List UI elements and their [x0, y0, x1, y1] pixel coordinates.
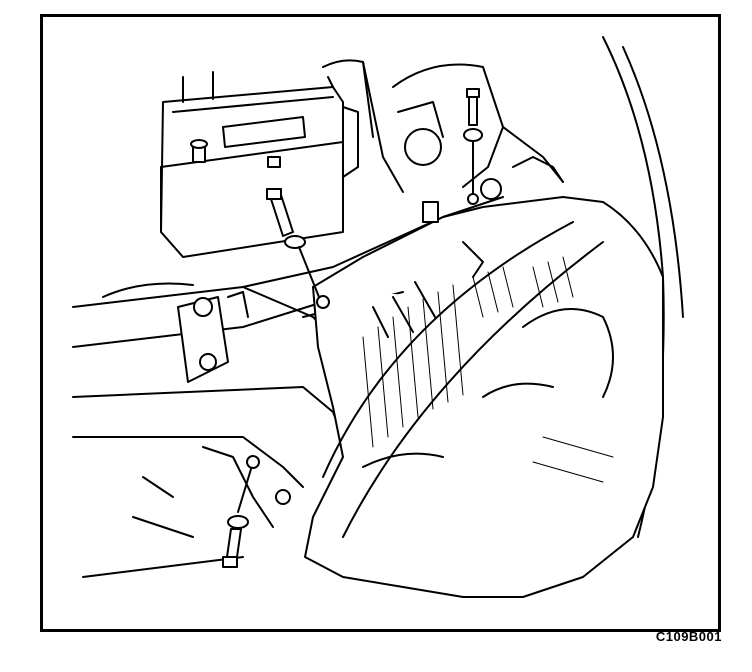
bolt-upper-right	[422, 88, 483, 223]
figure-code: C109B001	[655, 629, 722, 644]
bolt-lower	[222, 455, 291, 568]
illustration-frame	[40, 14, 721, 632]
hood-latch-bracket	[177, 291, 249, 383]
headlamp-removal-diagram	[72, 36, 684, 598]
headlamp-assembly	[304, 196, 664, 598]
battery	[160, 71, 359, 258]
bolt-upper-left	[266, 188, 330, 309]
lens-hatching	[362, 256, 614, 483]
